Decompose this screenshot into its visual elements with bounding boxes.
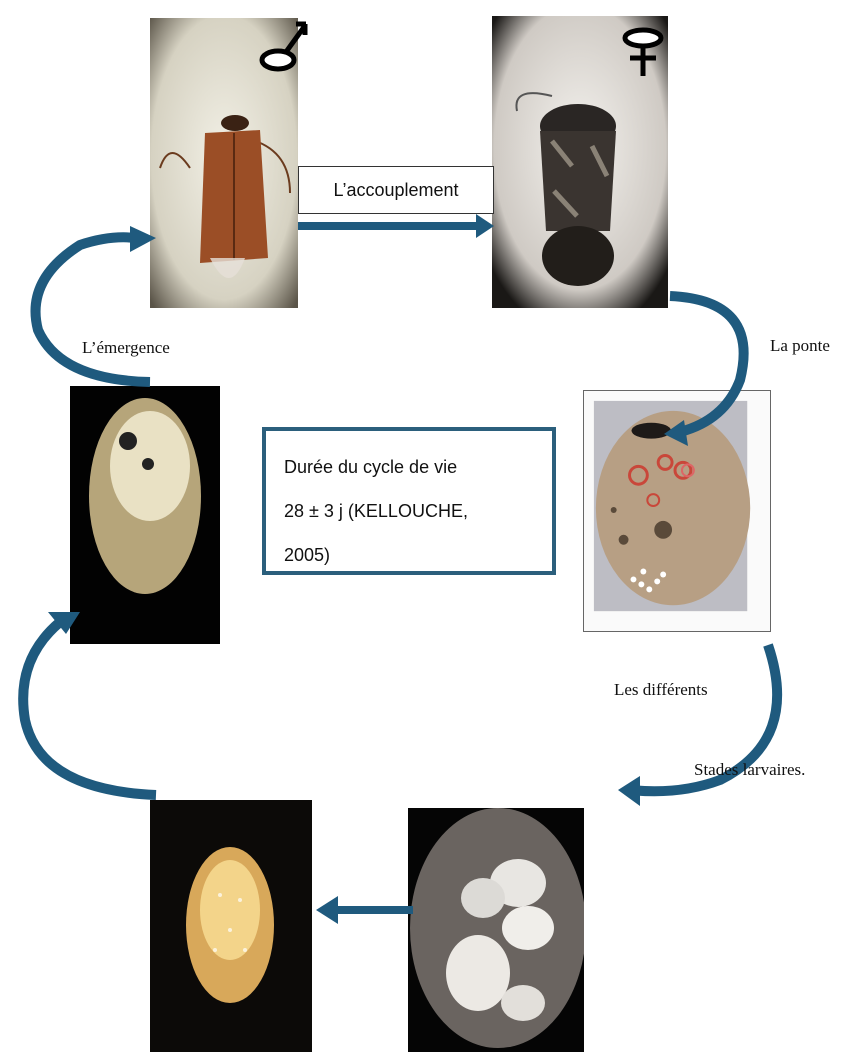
cycle-duration-line1: Durée du cycle de vie bbox=[284, 445, 536, 489]
cycle-duration-line2: 28 ± 3 j (KELLOUCHE, bbox=[284, 489, 536, 533]
cycle-duration-line3: 2005) bbox=[284, 533, 536, 577]
larval-stages-label-line1: Les différents bbox=[614, 680, 708, 700]
mating-arrow bbox=[298, 214, 494, 238]
cycle-duration-box: Durée du cycle de vie 28 ± 3 j (KELLOUCH… bbox=[262, 427, 556, 575]
male-symbol-icon bbox=[258, 15, 310, 75]
emergence-label: L’émergence bbox=[82, 338, 170, 358]
seed-with-eggs-photo bbox=[583, 390, 771, 632]
mating-label: L’accouplement bbox=[298, 166, 494, 214]
adult-in-seed-photo bbox=[70, 386, 220, 644]
larvae-photo bbox=[408, 808, 584, 1052]
pupa-photo bbox=[150, 800, 312, 1052]
larval-stages-label-line2: Stades larvaires. bbox=[694, 760, 805, 780]
laying-label: La ponte bbox=[770, 336, 830, 356]
emergence-adult-arrow bbox=[23, 622, 156, 795]
emergence-arrow bbox=[36, 237, 150, 382]
pupation-arrow bbox=[316, 896, 413, 924]
female-symbol-icon bbox=[618, 26, 668, 78]
